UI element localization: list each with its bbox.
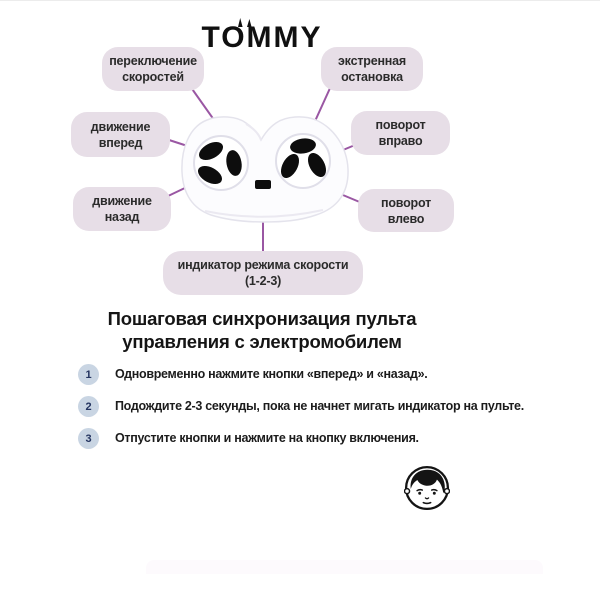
step-3-text: Отпустите кнопки и нажмите на кнопку вкл… <box>115 431 419 445</box>
speed-switch-button-icon <box>226 150 242 176</box>
brow-left <box>416 488 424 492</box>
forward-button-icon <box>198 141 224 161</box>
turn-left-button-icon <box>280 153 300 179</box>
step-row-2: 2 Подождите 2-3 секунды, пока не начнет … <box>78 396 558 417</box>
eye-left <box>418 491 422 495</box>
label-speed-indicator: индикатор режима скорости (1-2-3) <box>163 251 363 295</box>
boy-face-logo-icon <box>404 465 450 511</box>
step-2-text: Подождите 2-3 секунды, пока не начнет ми… <box>115 399 524 413</box>
logo-horns-icon <box>238 18 252 27</box>
step-1-text: Одновременно нажмите кнопки «вперед» и «… <box>115 367 428 381</box>
remote-bottom-crease <box>204 209 324 218</box>
remote-top-crease <box>245 123 262 141</box>
sync-instructions-heading: Пошаговая синхронизация пульта управлени… <box>0 307 524 353</box>
brand-logo: TOMMY <box>0 21 524 55</box>
step-2-badge: 2 <box>78 396 99 417</box>
ear-left <box>404 487 411 495</box>
brand-logo-text: TOMMY <box>201 21 323 54</box>
backward-button-icon <box>197 165 223 185</box>
nose <box>424 497 430 500</box>
sync-steps-list: 1 Одновременно нажмите кнопки «вперед» и… <box>78 364 558 460</box>
label-backward: движение назад <box>73 187 171 231</box>
label-turn-right: поворот вправо <box>351 111 450 155</box>
emergency-stop-button-icon <box>290 138 316 154</box>
heading-line-2: управления с электромобилем <box>122 331 402 352</box>
turn-right-button-icon <box>307 152 327 178</box>
step-row-3: 3 Отпустите кнопки и нажмите на кнопку в… <box>78 428 558 449</box>
label-speed-switch: переключение скоростей <box>102 47 204 91</box>
eye-right <box>432 491 436 495</box>
ear-right <box>443 487 450 495</box>
hair <box>410 469 445 494</box>
label-forward: движение вперед <box>71 112 170 157</box>
heading-line-1: Пошаговая синхронизация пульта <box>107 308 417 329</box>
bottom-edge-artifact <box>146 560 543 574</box>
step-1-badge: 1 <box>78 364 99 385</box>
speed-indicator-led <box>255 180 271 189</box>
label-turn-left: поворот влево <box>358 189 454 232</box>
top-edge-divider <box>0 0 600 1</box>
brow-right <box>430 488 438 492</box>
step-row-1: 1 Одновременно нажмите кнопки «вперед» и… <box>78 364 558 385</box>
step-3-badge: 3 <box>78 428 99 449</box>
remote-diagram <box>165 85 363 255</box>
label-emergency-stop: экстренная остановка <box>321 47 423 91</box>
mouth <box>422 501 432 505</box>
